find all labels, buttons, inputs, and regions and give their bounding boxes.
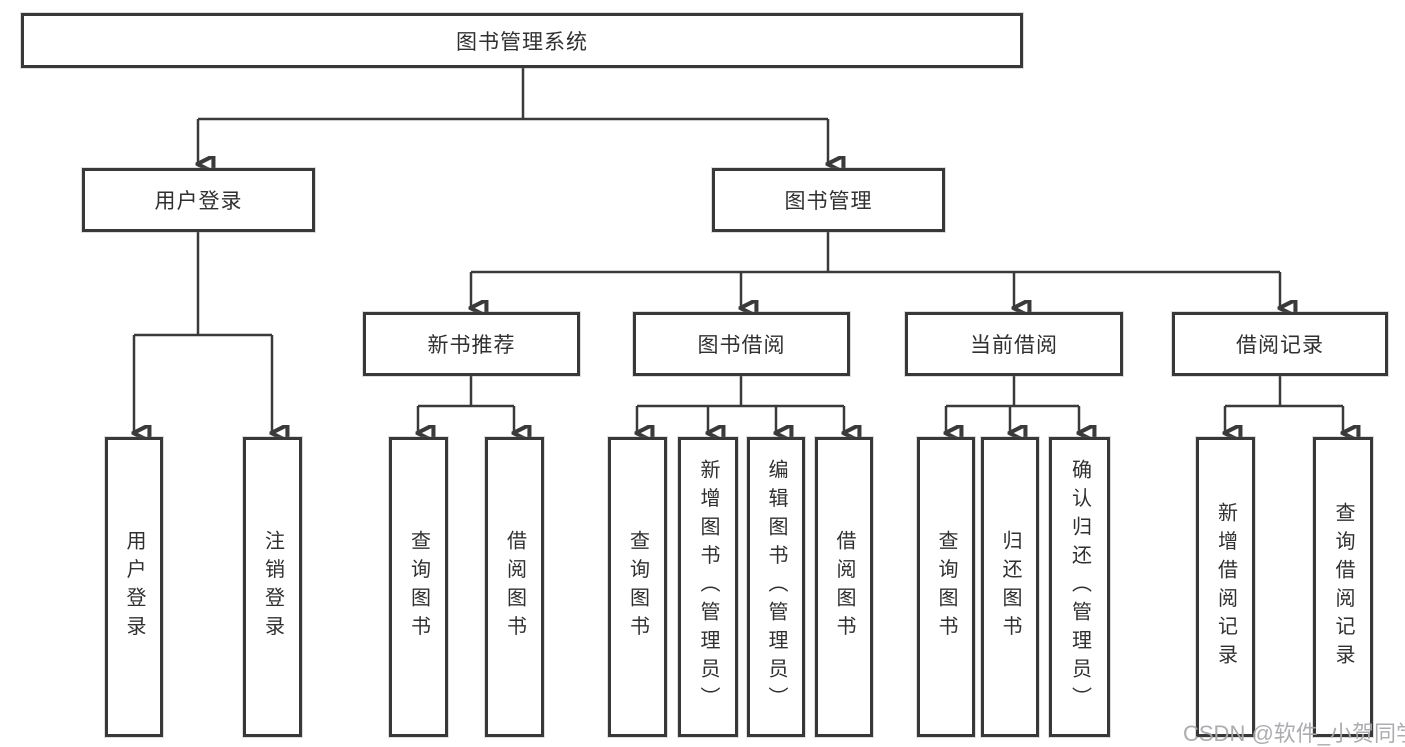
leaf-label: 用户登录 [123, 530, 145, 644]
leaf-query-books-2: 查询图书 [608, 437, 667, 737]
node-book-borrow: 图书借阅 [633, 312, 850, 376]
leaf-label: 确认归还（管理员） [1068, 459, 1091, 715]
leaf-query-books-1: 查询图书 [389, 437, 448, 737]
leaf-label: 查询借阅记录 [1332, 501, 1354, 673]
node-book-management: 图书管理 [712, 168, 945, 232]
connector-new-book-rail [418, 376, 514, 408]
leaf-query-borrow-record: 查询借阅记录 [1313, 437, 1373, 737]
node-root: 图书管理系统 [21, 13, 1023, 68]
leaf-label: 查询图书 [935, 530, 957, 644]
leaf-label: 查询图书 [407, 530, 430, 644]
leaf-label: 借阅图书 [833, 530, 855, 644]
leaf-label: 查询图书 [626, 530, 649, 644]
connector-root-rail [198, 68, 828, 121]
node-borrow-records: 借阅记录 [1172, 312, 1388, 376]
connector-book-management-rail [471, 232, 1280, 274]
leaf-user-login: 用户登录 [105, 437, 163, 737]
leaf-query-books-3: 查询图书 [917, 437, 975, 737]
connector-user-login-rail [134, 232, 272, 337]
leaf-borrow-books-2: 借阅图书 [815, 437, 873, 737]
leaf-label: 新增图书（管理员） [697, 459, 719, 715]
leaf-edit-book-admin: 编辑图书（管理员） [747, 437, 805, 737]
leaf-logout: 注销登录 [243, 437, 302, 737]
node-new-book-recommend: 新书推荐 [363, 312, 580, 376]
leaf-label: 注销登录 [261, 530, 284, 644]
leaf-label: 新增借阅记录 [1214, 501, 1237, 673]
connector-borrow-records-rail [1225, 376, 1343, 408]
leaf-add-book-admin: 新增图书（管理员） [678, 437, 738, 737]
leaf-label: 归还图书 [999, 530, 1021, 644]
leaf-label: 编辑图书（管理员） [765, 459, 787, 715]
leaf-label: 借阅图书 [503, 530, 526, 644]
watermark: CSDN @软件_小贺同学 [1183, 721, 1405, 746]
leaf-borrow-books-1: 借阅图书 [485, 437, 544, 737]
leaf-add-borrow-record: 新增借阅记录 [1196, 437, 1255, 737]
node-current-borrow: 当前借阅 [905, 312, 1123, 376]
connector-book-borrow-rail [637, 376, 844, 408]
leaf-return-book: 归还图书 [981, 437, 1039, 737]
node-user-login: 用户登录 [82, 168, 315, 232]
leaf-confirm-return-admin: 确认归还（管理员） [1049, 437, 1110, 737]
connector-current-borrow-rail [946, 376, 1079, 408]
